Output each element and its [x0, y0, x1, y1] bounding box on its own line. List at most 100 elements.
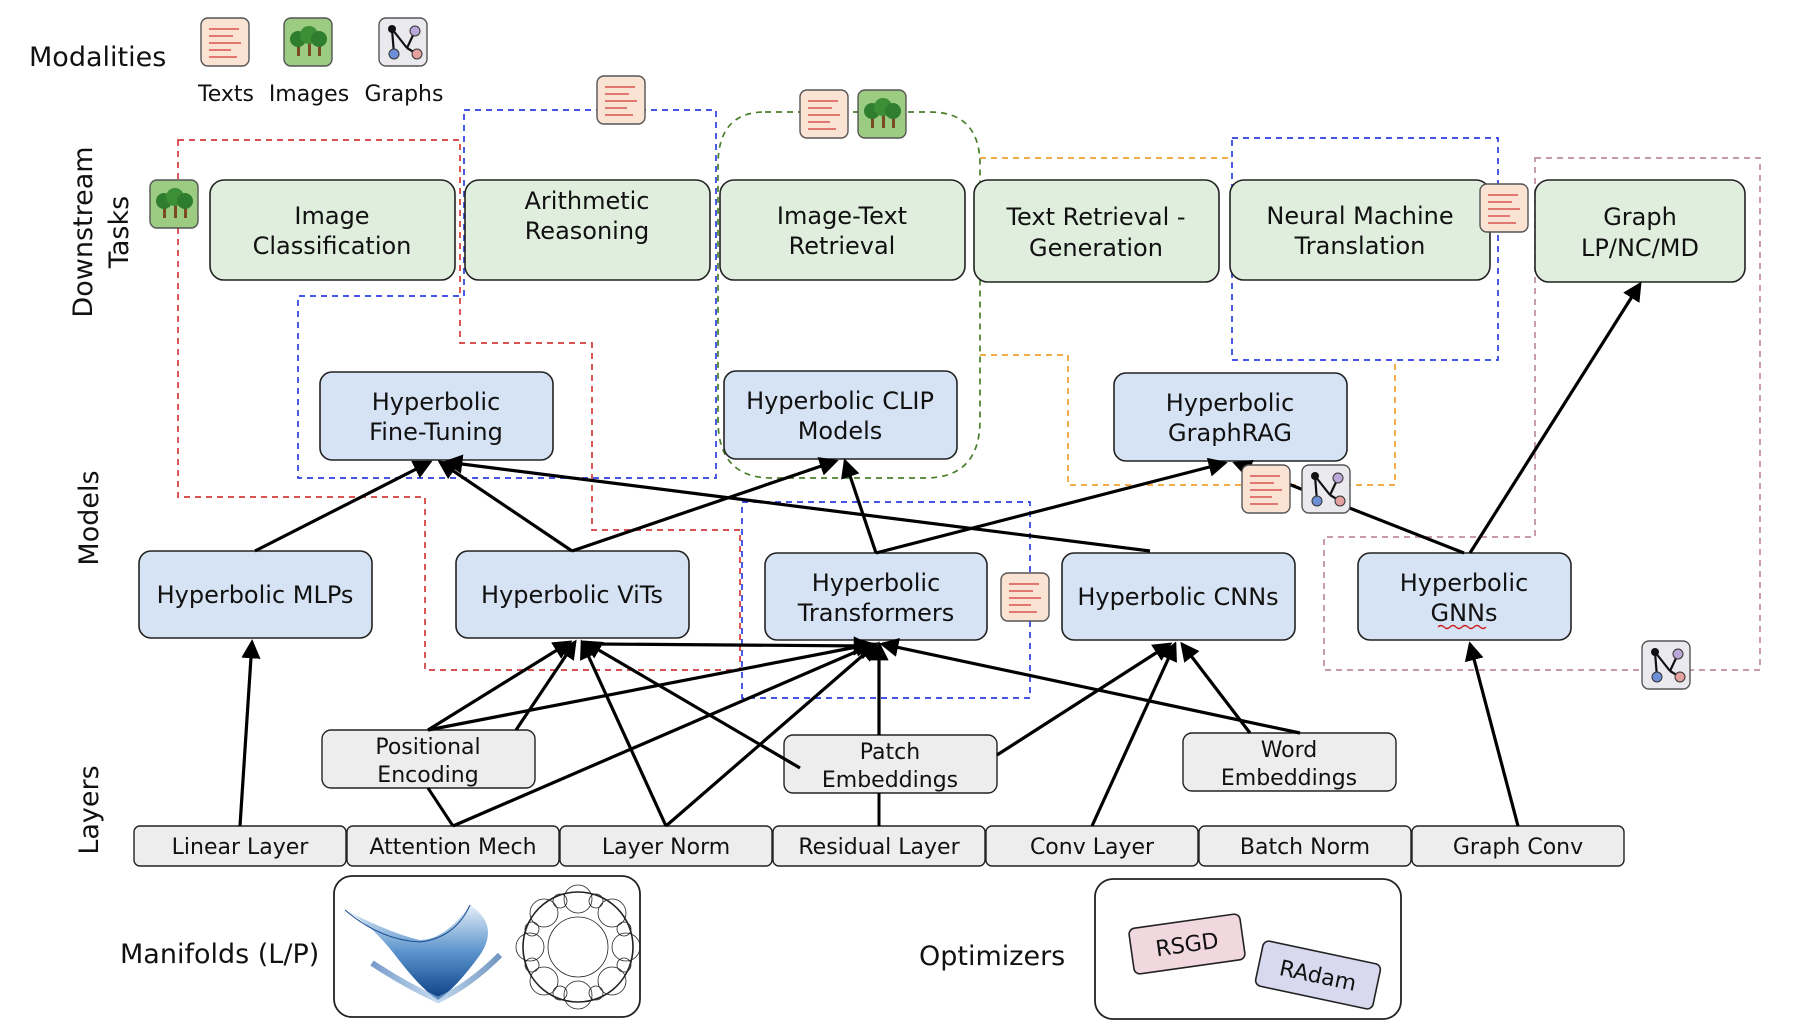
embedding-positional: Positional Encoding	[321, 729, 536, 789]
arrow-mlps-finetune	[254, 460, 433, 553]
text-icon	[596, 75, 646, 125]
section-layers: Layers	[74, 765, 105, 854]
svg-text:Graph: Graph	[1603, 203, 1677, 231]
task-image-classification: Image Classification	[209, 179, 456, 281]
svg-text:Linear Layer: Linear Layer	[172, 835, 310, 860]
arrow-lnorm-vits	[580, 639, 668, 827]
spellcheck-squiggle	[1437, 624, 1487, 630]
model-cnns: Hyperbolic CNNs	[1061, 552, 1296, 641]
arrow-lnorm-trans	[664, 642, 879, 828]
model-transformers: Hyperbolic Transformers	[764, 552, 988, 641]
task-neural-machine-translation: Neural Machine Translation	[1229, 179, 1491, 281]
svg-text:Transformers: Transformers	[797, 599, 955, 627]
section-downstream-line1: Downstream	[68, 146, 99, 317]
layer-graph-conv: Graph Conv	[1411, 825, 1625, 867]
svg-text:Arithmetic: Arithmetic	[525, 187, 650, 215]
layer-norm: Layer Norm	[559, 825, 773, 867]
svg-text:Attention Mech: Attention Mech	[369, 835, 536, 860]
svg-text:Embeddings: Embeddings	[822, 768, 958, 793]
arrow-word-cnns	[1180, 641, 1252, 734]
optimizers-label: Optimizers	[919, 941, 1065, 972]
blue-region-nmt	[1231, 137, 1499, 361]
svg-text:Conv Layer: Conv Layer	[1030, 835, 1155, 860]
model-clip: Hyperbolic CLIP Models	[723, 370, 958, 460]
manifolds-frame	[333, 875, 641, 1018]
arrow-conv-cnns	[1090, 641, 1177, 827]
pink-region	[1323, 157, 1761, 671]
arrow-vits-clip	[571, 457, 839, 553]
optimizers-section: Optimizers RSGD RAdam	[919, 878, 1402, 1020]
graph-icon	[1300, 463, 1352, 515]
image-icon	[283, 17, 333, 67]
svg-text:Hyperbolic ViTs: Hyperbolic ViTs	[481, 581, 663, 609]
svg-text:Layer Norm: Layer Norm	[602, 835, 730, 860]
optimizer-rsgd: RSGD	[1128, 913, 1246, 975]
layer-attention: Attention Mech	[346, 825, 560, 867]
section-models: Models	[74, 470, 105, 565]
svg-text:Patch: Patch	[860, 740, 920, 765]
svg-text:Residual Layer: Residual Layer	[798, 835, 960, 860]
arrow-vits-finetune	[437, 460, 573, 553]
text-icon	[200, 17, 250, 67]
modalities-title: Modalities	[29, 42, 166, 73]
svg-text:Embeddings: Embeddings	[1221, 766, 1357, 791]
embeddings: Positional Encoding Patch Embeddings Wor…	[321, 729, 1397, 794]
task-image-text-retrieval: Image-Text Retrieval	[719, 179, 966, 281]
layer-residual: Residual Layer	[772, 825, 986, 867]
arrow-cnns-finetune	[443, 454, 1151, 553]
arrow-attn-vits	[514, 639, 577, 731]
svg-text:Image-Text: Image-Text	[777, 202, 907, 230]
modalities-legend: Modalities Texts Images Graphs	[29, 16, 443, 107]
embedding-patch: Patch Embeddings	[783, 734, 998, 794]
text-icon	[1241, 464, 1291, 514]
orange-region	[980, 157, 1396, 486]
svg-text:Hyperbolic: Hyperbolic	[1400, 569, 1529, 597]
graph-icon	[1640, 639, 1692, 691]
svg-text:Translation: Translation	[1294, 232, 1426, 260]
modality-label-texts: Texts	[197, 82, 254, 107]
layers-row: Linear Layer Attention Mech Layer Norm R…	[133, 825, 1625, 867]
modality-label-images: Images	[269, 82, 349, 107]
layer-batch-norm: Batch Norm	[1198, 825, 1412, 867]
text-icon	[799, 89, 849, 139]
svg-text:GNNs: GNNs	[1430, 599, 1497, 627]
arrow-pos-attn	[426, 787, 455, 827]
svg-text:Classification: Classification	[253, 232, 412, 260]
green-region-clip	[717, 111, 981, 479]
red-region	[177, 139, 741, 671]
image-icon	[149, 179, 199, 229]
arrow-patch-cnns	[996, 642, 1173, 757]
text-icon	[1479, 183, 1529, 233]
lorentz-manifold-icon	[344, 904, 503, 1004]
arrows	[238, 281, 1642, 828]
section-labels: Downstream Tasks Models Layers	[68, 146, 135, 854]
svg-text:Hyperbolic CNNs: Hyperbolic CNNs	[1077, 583, 1278, 611]
svg-text:Hyperbolic: Hyperbolic	[372, 388, 501, 416]
arrow-trans-patch-r	[879, 638, 1301, 735]
optimizer-radam: RAdam	[1254, 940, 1382, 1010]
arrow-trans-clip	[841, 458, 878, 554]
embedding-word: Word Embeddings	[1182, 732, 1397, 792]
arrow-vits-trans	[595, 636, 873, 656]
section-downstream-line2: Tasks	[104, 196, 135, 269]
arrow-attn-trans	[452, 641, 877, 828]
models: Hyperbolic MLPs Hyperbolic ViTs Hyperbol…	[138, 550, 1572, 641]
manifolds-section: Manifolds (L/P)	[120, 875, 641, 1018]
model-graphrag: Hyperbolic GraphRAG	[1113, 372, 1348, 462]
arrow-gnns-graph-task	[1468, 281, 1642, 554]
svg-text:LP/NC/MD: LP/NC/MD	[1581, 234, 1699, 262]
layer-conv: Conv Layer	[985, 825, 1199, 867]
model-mlps: Hyperbolic MLPs	[138, 550, 373, 639]
model-vits: Hyperbolic ViTs	[455, 550, 690, 639]
task-graph: Graph LP/NC/MD	[1534, 179, 1746, 283]
arrow-pos-vits	[427, 640, 573, 732]
blue-region-finetune	[297, 109, 717, 479]
svg-text:Models: Models	[798, 417, 883, 445]
downstream-tasks: Image Classification Arithmetic Reasonin…	[209, 179, 1746, 283]
svg-text:Image: Image	[294, 202, 369, 230]
task-arithmetic-reasoning: Arithmetic Reasoning	[464, 179, 711, 281]
graph-icon	[377, 16, 429, 68]
arrow-gconv-gnns	[1464, 641, 1520, 827]
svg-text:Hyperbolic MLPs: Hyperbolic MLPs	[157, 581, 354, 609]
